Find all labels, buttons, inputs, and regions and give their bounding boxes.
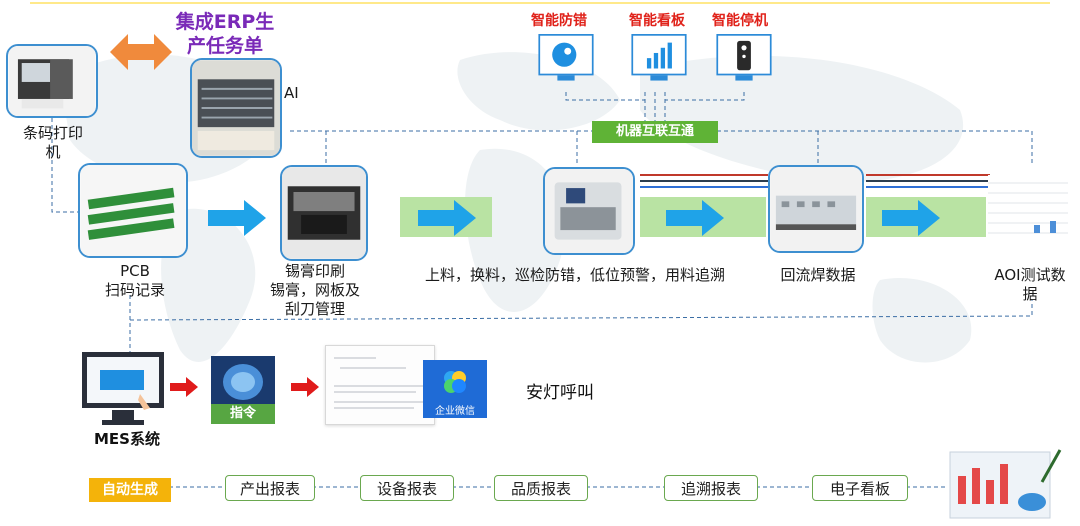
solder-label-line1: 锡膏印刷	[284, 262, 345, 280]
reflow-oven-icon	[770, 167, 862, 251]
pcb-label-line2: 扫码记录	[104, 281, 165, 299]
dashboard-report-button[interactable]: 电子看板	[812, 475, 908, 501]
message-lines-icon	[334, 357, 424, 409]
feeding-label: 上料，换料，巡检防错，低位预警，用料追溯	[424, 266, 725, 284]
printer-label: 条码打印 机	[10, 124, 96, 162]
solder-label-line3: 刮刀管理	[284, 300, 345, 318]
aoi-label-line1: AOI测试数	[994, 266, 1066, 284]
smart-anti-error-title: 智能防错	[531, 13, 587, 29]
quality-report-button[interactable]: 品质报表	[494, 475, 588, 501]
smt-machine-frame	[543, 167, 635, 255]
printer-label-line1: 条码打印	[22, 124, 83, 142]
printer-label-line2: 机	[45, 143, 61, 161]
pcb-label-line1: PCB	[120, 262, 150, 280]
top-accent-line	[30, 2, 1050, 4]
erp-machine-frame	[190, 58, 282, 158]
pcb-frame	[78, 163, 188, 258]
solder-printer-frame	[280, 165, 368, 261]
barcode-printer-frame	[6, 44, 98, 118]
machine-link-box: 机器互联互通	[592, 121, 718, 143]
auto-generate-badge: 自动生成	[89, 478, 171, 502]
wechat-label: 企业微信	[435, 406, 475, 417]
andon-label: 安灯呼叫	[526, 383, 594, 403]
aoi-label: AOI测试数 据	[980, 266, 1080, 304]
mes-computer-icon	[82, 352, 164, 425]
smart-stop-title: 智能停机	[712, 13, 768, 29]
solder-label: 锡膏印刷 锡膏，网板及 刮刀管理	[240, 262, 390, 319]
feeder-rack-icon	[192, 60, 280, 156]
equipment-report-button[interactable]: 设备报表	[360, 475, 454, 501]
mes-label: MES系统	[94, 430, 160, 448]
red-arrow-icon	[170, 377, 198, 397]
red-arrow-icon	[291, 377, 319, 397]
wechat-card: 企业微信	[423, 360, 487, 418]
barcode-printer-icon	[8, 46, 96, 116]
brain-icon	[211, 356, 275, 406]
trace-report-button[interactable]: 追溯报表	[664, 475, 758, 501]
data-table-icon	[988, 182, 1068, 234]
aoi-data-screen	[988, 175, 1068, 245]
flow-arrow-icon	[666, 200, 724, 236]
ai-label: AI	[284, 84, 299, 102]
chart-report-icon	[949, 449, 1062, 519]
command-label: 指令	[211, 404, 275, 424]
reflow-label: 回流焊数据	[780, 266, 856, 284]
aoi-label-line2: 据	[1022, 285, 1038, 303]
erp-title-line1: 集成ERP生	[175, 11, 275, 33]
erp-title-line2: 产任务单	[186, 35, 263, 57]
flow-arrow-icon	[418, 200, 476, 236]
bar-chart-icon	[631, 34, 687, 81]
brain-gear-icon	[538, 34, 594, 81]
wechat-icon	[444, 371, 466, 393]
reflow-oven-frame	[768, 165, 864, 253]
solder-label-line2: 锡膏，网板及	[269, 281, 360, 299]
pick-and-place-icon	[545, 169, 633, 253]
pcb-label: PCB 扫码记录	[80, 262, 190, 300]
erp-title: 集成ERP生 产任务单	[170, 10, 280, 58]
solder-printer-icon	[282, 167, 366, 259]
double-arrow-icon	[110, 34, 172, 70]
flow-arrow-icon	[208, 200, 266, 236]
message-card	[325, 345, 435, 425]
smart-dashboard-title: 智能看板	[629, 13, 685, 29]
output-report-button[interactable]: 产出报表	[225, 475, 315, 501]
remote-control-icon	[716, 34, 772, 81]
flow-arrow-icon	[882, 200, 940, 236]
pcb-boards-icon	[80, 165, 186, 256]
